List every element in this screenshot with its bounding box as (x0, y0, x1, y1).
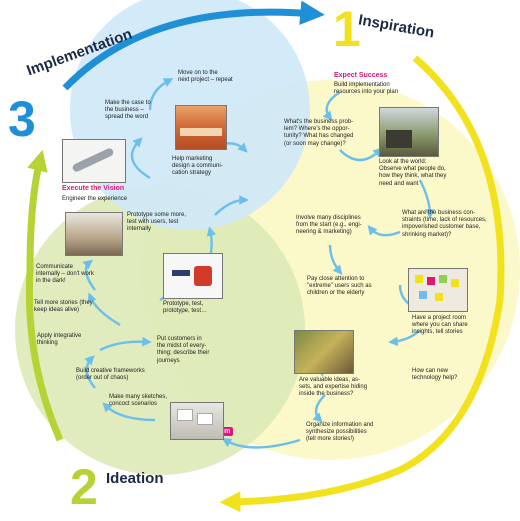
step-extreme-users: Pay close attention to "extreme" users s… (307, 276, 372, 297)
expect-success-heading: Expect Success (334, 72, 388, 79)
step-business-constraints: What are the business con- straints (tim… (402, 210, 487, 238)
step-look-world: Look at the world: Observe what people d… (379, 159, 447, 187)
ideation-arc-arrow (25, 149, 64, 442)
step-sketches: Make many sketches, concoct scenarios (109, 394, 168, 408)
step-prototype-more: Prototype some more, test with users, te… (127, 212, 187, 233)
step-tell-stories: Tell more stories (they keep ideas alive… (34, 300, 93, 314)
step-customers: Put customers in the midst of every- thi… (157, 336, 210, 364)
team-workshop-photo (65, 212, 123, 256)
pen-device-photo (62, 139, 126, 183)
inspiration-arc-arrow (219, 55, 505, 513)
inspiration-number: 1 (333, 1, 361, 57)
execute-vision-subheading: Engineer the experience (62, 196, 128, 202)
step-involve-disciplines: Involve many disciplines from the start … (296, 215, 362, 236)
step-help-marketing: Help marketing design a communi- cation … (172, 156, 223, 177)
implementation-number: 3 (8, 91, 36, 147)
step-new-technology: How can new technology help? (412, 368, 458, 382)
step-integrative: Apply integrative thinking (37, 333, 82, 347)
ideation-number: 2 (70, 459, 98, 515)
implementation-arc-arrow (62, 0, 325, 91)
step-frameworks: Build creative frameworks (order out of … (76, 368, 145, 382)
user-interview-photo (294, 330, 354, 374)
brainstorm-sketches-photo (170, 402, 224, 440)
step-project-room: Have a project room where you can share … (412, 315, 468, 336)
execute-vision-heading: Execute the Vision (62, 185, 125, 192)
sticky-notes-photo (408, 268, 468, 312)
field-observation-photo (379, 107, 439, 157)
ideation-title: Ideation (106, 470, 164, 487)
step-build-resources: Build implementation resources into your… (334, 82, 399, 96)
step-organize-info: Organize information and synthesize poss… (306, 422, 374, 443)
step-valuable-ideas: Are valuable ideas, as- sets, and expert… (299, 377, 368, 398)
ideation-circle (15, 185, 305, 475)
step-move-on: Move on to the next project – repeat (178, 70, 233, 84)
meeting-room-photo (175, 105, 227, 150)
step-business-problem: What's the business prob- lem? Where's t… (284, 119, 354, 147)
step-prototype-test: Prototype, test, prototype, test… (163, 301, 208, 315)
step-make-case: Make the case to the business – spread t… (105, 100, 151, 121)
step-communicate: Communicate internally – don't work in t… (36, 264, 94, 285)
prototype-tools-photo (163, 253, 223, 299)
